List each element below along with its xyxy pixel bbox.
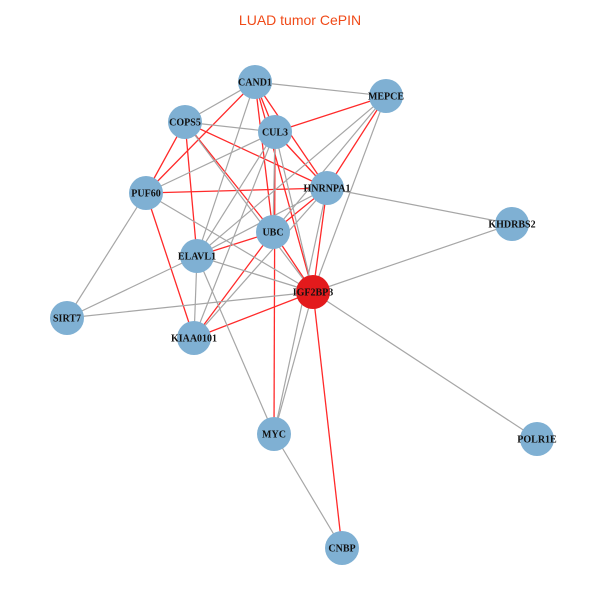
edge-cand1-puf60 [145,81,256,194]
node-hnrnpa1[interactable]: HNRNPA1 [303,171,351,205]
node-label: MEPCE [368,91,404,102]
node-circle [180,239,214,273]
node-label: ELAVL1 [178,251,216,262]
edge-cops5-ubc [184,121,274,233]
edge-cops5-elavl1 [184,121,198,257]
edge-igf2bp3-kiaa0101 [193,291,314,339]
node-sirt7[interactable]: SIRT7 [50,301,84,335]
edge-igf2bp3-cnbp [312,291,343,549]
edge-mepce-elavl1 [196,95,387,257]
node-label: SIRT7 [53,313,81,324]
edge-cul3-myc [273,131,276,435]
edge-cul3-puf60 [145,131,276,194]
node-polr1e[interactable]: POLR1E [517,422,557,456]
node-circle [258,115,292,149]
node-cand1[interactable]: CAND1 [238,65,272,99]
node-label: CAND1 [238,77,272,88]
edge-ubc-kiaa0101 [193,231,274,339]
edge-cul3-elavl1 [196,131,276,257]
edge-hnrnpa1-myc [273,187,328,435]
edge-cul3-mepce [274,95,387,133]
edge-sirt7-igf2bp3 [66,291,314,319]
edge-igf2bp3-myc [273,291,314,435]
edge-cand1-igf2bp3 [254,81,314,293]
edge-cand1-elavl1 [196,81,256,257]
edge-mepce-igf2bp3 [312,95,387,293]
edge-hnrnpa1-igf2bp3 [312,187,328,293]
node-cul3[interactable]: CUL3 [258,115,292,149]
edge-myc-cnbp [273,433,343,549]
node-label: HNRNPA1 [303,183,350,194]
edge-hnrnpa1-khdrbs2 [326,187,513,225]
node-label: CUL3 [262,127,288,138]
node-ubc[interactable]: UBC [256,215,290,249]
edge-elavl1-igf2bp3 [196,255,314,293]
node-circle [296,275,330,309]
node-circle [238,65,272,99]
edge-cul3-igf2bp3 [274,131,314,293]
node-circle [256,215,290,249]
node-circle [495,207,529,241]
node-circle [520,422,554,456]
edge-cand1-ubc [254,81,274,233]
node-label: UBC [262,227,283,238]
node-circle [168,105,202,139]
node-label: KIAA0101 [171,333,217,344]
node-label: COPS5 [169,117,201,128]
node-circle [129,176,163,210]
node-circle [325,531,359,565]
edge-cand1-mepce [254,81,387,97]
edge-puf60-igf2bp3 [145,192,314,293]
edge-mepce-ubc [272,95,387,233]
edge-mepce-hnrnpa1 [326,95,387,189]
edge-igf2bp3-khdrbs2 [312,223,513,293]
node-label: CNBP [328,543,355,554]
node-circle [369,79,403,113]
node-circle [50,301,84,335]
node-elavl1[interactable]: ELAVL1 [178,239,216,273]
node-label: PUF60 [131,188,160,199]
node-circle [257,417,291,451]
node-label: MYC [262,429,286,440]
node-khdrbs2[interactable]: KHDRBS2 [488,207,536,241]
edge-cops5-igf2bp3 [184,121,314,293]
node-circle [177,321,211,355]
node-myc[interactable]: MYC [257,417,291,451]
edge-puf60-kiaa0101 [145,192,195,339]
node-cnbp[interactable]: CNBP [325,531,359,565]
node-igf2bp3[interactable]: IGF2BP3 [293,275,334,309]
edge-puf60-sirt7 [66,192,147,319]
node-kiaa0101[interactable]: KIAA0101 [171,321,217,355]
node-label: POLR1E [517,434,557,445]
node-puf60[interactable]: PUF60 [129,176,163,210]
node-circle [310,171,344,205]
edge-hnrnpa1-kiaa0101 [193,187,328,339]
node-cops5[interactable]: COPS5 [168,105,202,139]
edge-elavl1-sirt7 [66,255,198,319]
edge-igf2bp3-polr1e [312,291,538,440]
edge-cops5-hnrnpa1 [184,121,328,189]
node-mepce[interactable]: MEPCE [368,79,404,113]
node-label: IGF2BP3 [293,287,334,298]
figure-title: LUAD tumor CePIN [238,12,362,28]
node-label: KHDRBS2 [488,219,535,230]
edges-layer [66,81,538,549]
edge-elavl1-myc [196,255,275,435]
